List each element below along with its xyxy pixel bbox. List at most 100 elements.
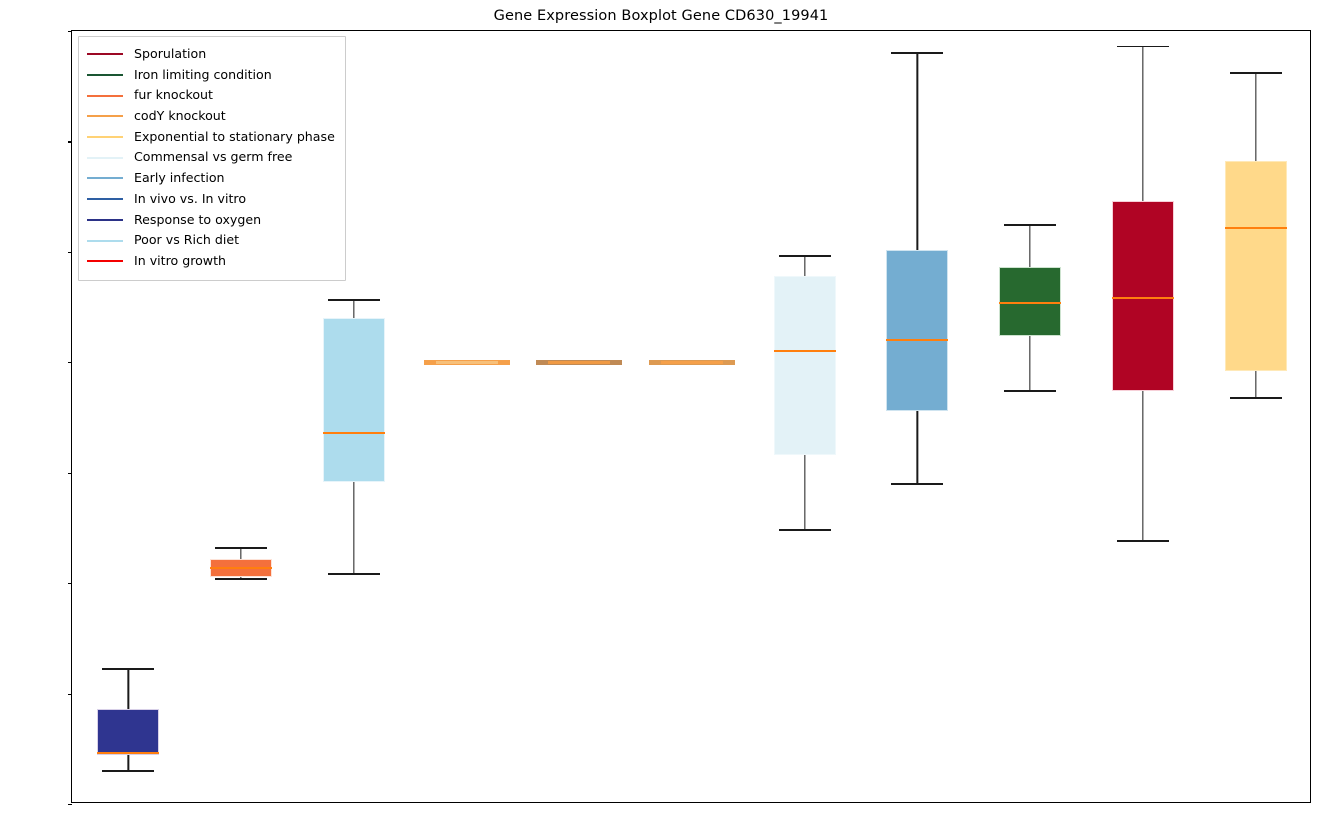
legend-color-swatch: [87, 198, 123, 201]
cap-upper: [327, 299, 380, 302]
whisker-upper: [353, 300, 355, 319]
whisker-lower: [1254, 371, 1257, 398]
whisker-upper: [1142, 46, 1144, 202]
whisker-upper: [1029, 225, 1031, 268]
legend-label: Exponential to stationary phase: [134, 128, 335, 144]
legend-item[interactable]: Poor vs Rich diet: [87, 230, 335, 251]
box-rect-flat: [548, 361, 611, 364]
boxplot-box[interactable]: [636, 31, 749, 804]
legend-item[interactable]: Response to oxygen: [87, 210, 335, 231]
whisker-lower: [916, 410, 919, 484]
boxplot-box[interactable]: [974, 31, 1087, 804]
legend-item[interactable]: Commensal vs germ free: [87, 147, 335, 168]
y-tick-mark: [68, 31, 72, 33]
legend-label: Poor vs Rich diet: [134, 232, 240, 248]
median-line: [97, 752, 160, 755]
legend-item[interactable]: fur knockout: [87, 85, 335, 106]
legend-label: Sporulation: [134, 46, 207, 61]
legend-color-swatch: [87, 218, 123, 221]
box-rect: [886, 249, 949, 411]
median-line: [210, 566, 273, 569]
legend-item[interactable]: Iron limiting condition: [87, 65, 335, 86]
cap-lower: [215, 577, 268, 580]
whisker-lower: [804, 455, 806, 531]
legend-color-swatch: [87, 94, 123, 97]
legend-item[interactable]: In vivo vs. In vitro: [87, 189, 335, 210]
box-rect: [999, 267, 1062, 336]
box-rect-flat: [660, 361, 723, 364]
y-tick-mark: [68, 362, 72, 364]
whisker-upper: [127, 669, 130, 710]
whisker-upper: [1254, 72, 1257, 162]
cap-upper: [102, 668, 155, 671]
cap-lower: [102, 769, 155, 772]
cap-lower: [778, 529, 831, 532]
box-rect: [773, 276, 836, 456]
chart-title: Gene Expression Boxplot Gene CD630_19941: [493, 8, 829, 24]
legend-color-swatch: [87, 53, 123, 56]
box-rect-flat: [435, 361, 498, 364]
legend-color-swatch: [87, 115, 123, 118]
boxplot-box[interactable]: [185, 31, 298, 804]
box-rect: [322, 318, 385, 482]
legend-label: fur knockout: [134, 87, 213, 103]
legend-label: codY knockout: [134, 108, 226, 124]
whisker-upper: [916, 53, 919, 250]
y-tick-mark: [68, 693, 72, 695]
cap-lower: [891, 482, 944, 485]
cap-upper: [215, 546, 268, 549]
legend-label: Commensal vs germ free: [134, 149, 293, 165]
cap-lower: [1004, 390, 1057, 392]
legend-color-swatch: [87, 260, 123, 263]
median-line: [1224, 226, 1287, 229]
plot-area: 1.51.00.50.0−0.5−1.0−1.5−2.0: [68, 30, 1312, 806]
whisker-lower: [127, 755, 130, 771]
legend-item[interactable]: codY knockout: [87, 106, 335, 127]
cap-upper: [1116, 45, 1169, 48]
y-tick-mark: [68, 804, 72, 806]
whisker-lower: [1029, 335, 1031, 391]
boxplot-box[interactable]: [861, 31, 974, 804]
legend-color-swatch: [87, 239, 123, 242]
legend-color-swatch: [87, 177, 123, 180]
whisker-lower: [240, 576, 242, 579]
legend-item[interactable]: In vitro growth: [87, 251, 335, 272]
boxplot-box[interactable]: [1199, 31, 1312, 804]
cap-lower: [1229, 396, 1282, 399]
boxplot-box[interactable]: [410, 31, 523, 804]
box-rect: [97, 709, 160, 756]
legend-label: Response to oxygen: [134, 211, 262, 227]
box-rect: [1111, 201, 1174, 391]
whisker-lower: [353, 481, 355, 575]
y-tick-mark: [68, 472, 72, 474]
whisker-upper: [240, 547, 242, 559]
whisker-lower: [1142, 390, 1144, 542]
boxplot-box[interactable]: [748, 31, 861, 804]
median-line: [999, 301, 1062, 304]
whisker-upper: [804, 256, 806, 277]
cap-lower: [327, 573, 380, 576]
legend-label: In vitro growth: [134, 252, 227, 268]
y-tick-mark: [68, 251, 72, 253]
median-line: [886, 339, 949, 342]
legend-label: Early infection: [134, 170, 225, 186]
legend-label: In vivo vs. In vitro: [134, 190, 247, 206]
boxplot-box[interactable]: [523, 31, 636, 804]
legend-item[interactable]: Exponential to stationary phase: [87, 127, 335, 148]
median-line: [322, 431, 385, 434]
box-rect: [1224, 161, 1287, 372]
y-tick-mark: [68, 583, 72, 585]
boxplot-box[interactable]: [297, 31, 410, 804]
y-tick-mark: [68, 141, 72, 143]
legend-item[interactable]: Early infection: [87, 168, 335, 189]
legend-item[interactable]: Sporulation: [87, 44, 335, 65]
boxplot-box[interactable]: [1087, 31, 1200, 804]
legend-color-swatch: [87, 74, 123, 77]
cap-upper: [1229, 72, 1282, 74]
cap-lower: [1116, 540, 1169, 543]
cap-upper: [1004, 224, 1057, 227]
boxplot-box[interactable]: [72, 31, 185, 804]
legend-label: Iron limiting condition: [134, 66, 272, 82]
